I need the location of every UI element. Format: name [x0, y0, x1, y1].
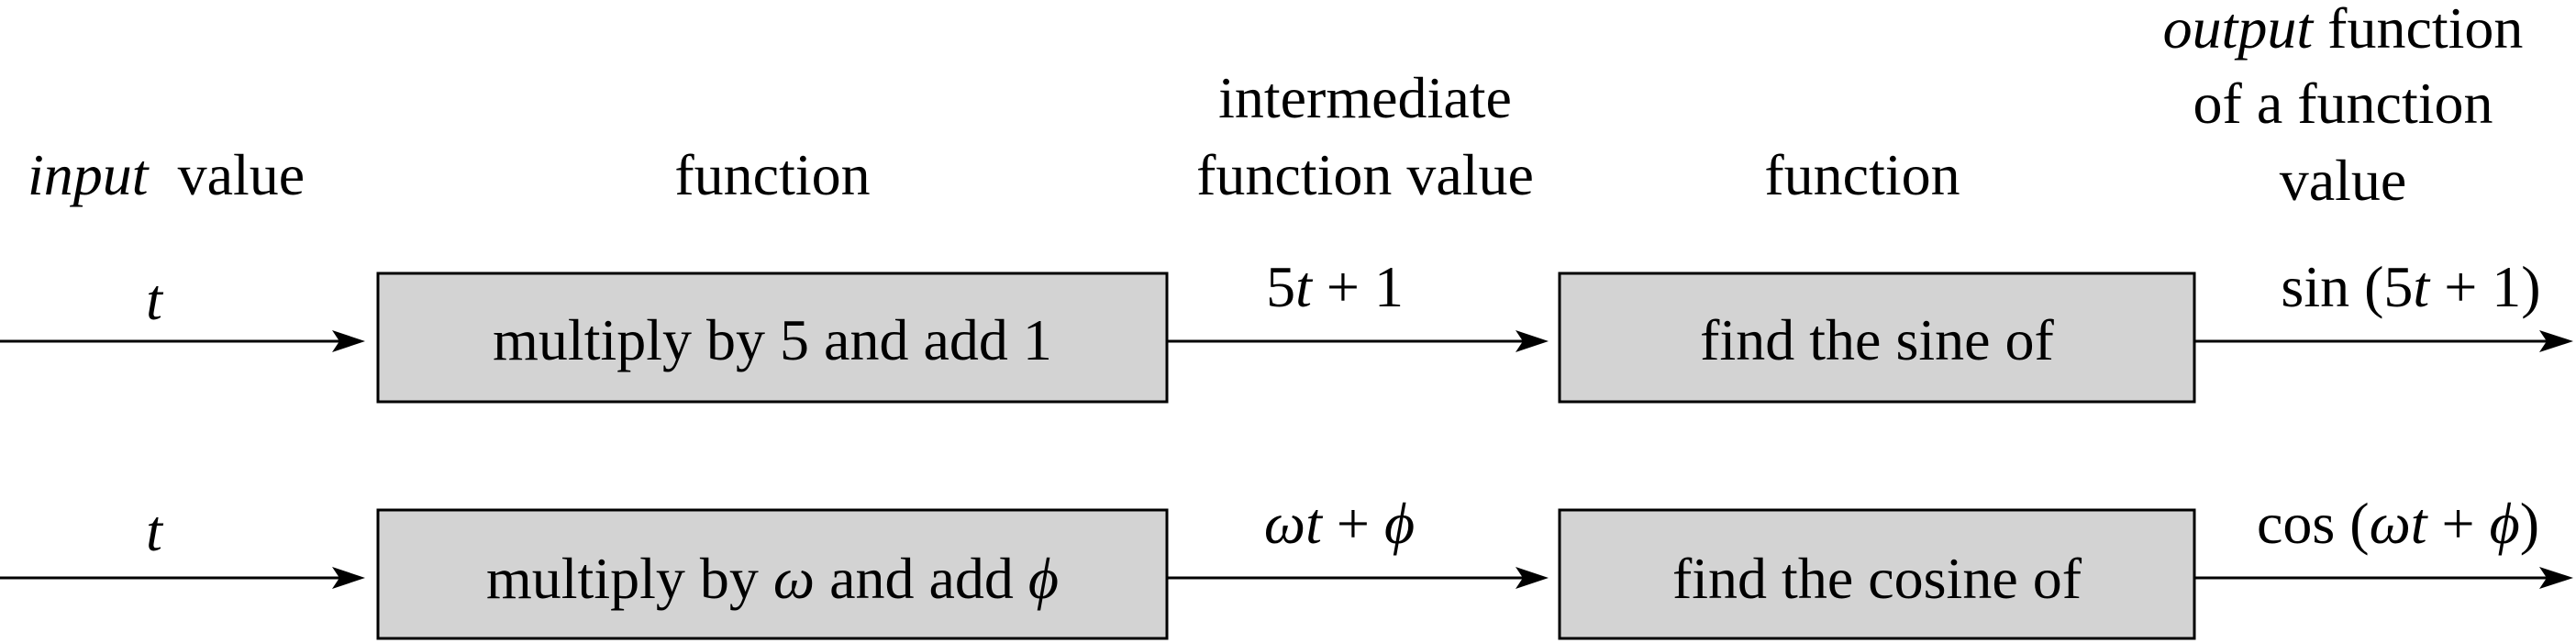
row1-arrowhead-out	[2539, 330, 2573, 352]
row1-output-label: sin (5t + 1)	[2281, 254, 2540, 319]
row2-arrowhead-mid	[1516, 567, 1549, 589]
header-output-line2: of a function	[2193, 71, 2493, 136]
row2-input-label: t	[146, 498, 164, 563]
row1-box-2	[1558, 272, 2196, 404]
row1-input-label: t	[146, 267, 164, 332]
row2-box-2	[1558, 508, 2196, 640]
row1-arrowhead-in	[332, 330, 365, 352]
row2-box2-text: find the cosine of	[1672, 546, 2082, 611]
row1-arrowhead-mid	[1516, 330, 1549, 352]
header-function-1: function	[674, 142, 870, 207]
header-input: input value	[28, 142, 305, 207]
header-output-line3: value	[2280, 148, 2407, 213]
row2-box-1	[376, 508, 1169, 640]
row2-box1-text: multiply by ω and add ϕ	[486, 546, 1059, 611]
row1-box1-text: multiply by 5 and add 1	[493, 307, 1052, 372]
header-function-2: function	[1764, 142, 1960, 207]
header-intermediate-line1: intermediate	[1218, 65, 1512, 130]
header-intermediate-line2: function value	[1196, 142, 1534, 207]
row1-box-1	[376, 272, 1169, 404]
row2-output-label: cos (ωt + ϕ)	[2257, 491, 2539, 556]
row1-intermediate-label: 5t + 1	[1266, 254, 1404, 319]
row2-intermediate-label: ωt + ϕ	[1264, 491, 1415, 556]
row-2: t multiply by ω and add ϕ ωt + ϕ find th…	[0, 491, 2573, 640]
row2-arrowhead-out	[2539, 567, 2573, 589]
header-output-line1: output function	[2163, 0, 2524, 61]
row-1: t multiply by 5 and add 1 5t + 1 find th…	[0, 254, 2573, 404]
row2-arrowhead-in	[332, 567, 365, 589]
row1-box2-text: find the sine of	[1700, 307, 2054, 372]
